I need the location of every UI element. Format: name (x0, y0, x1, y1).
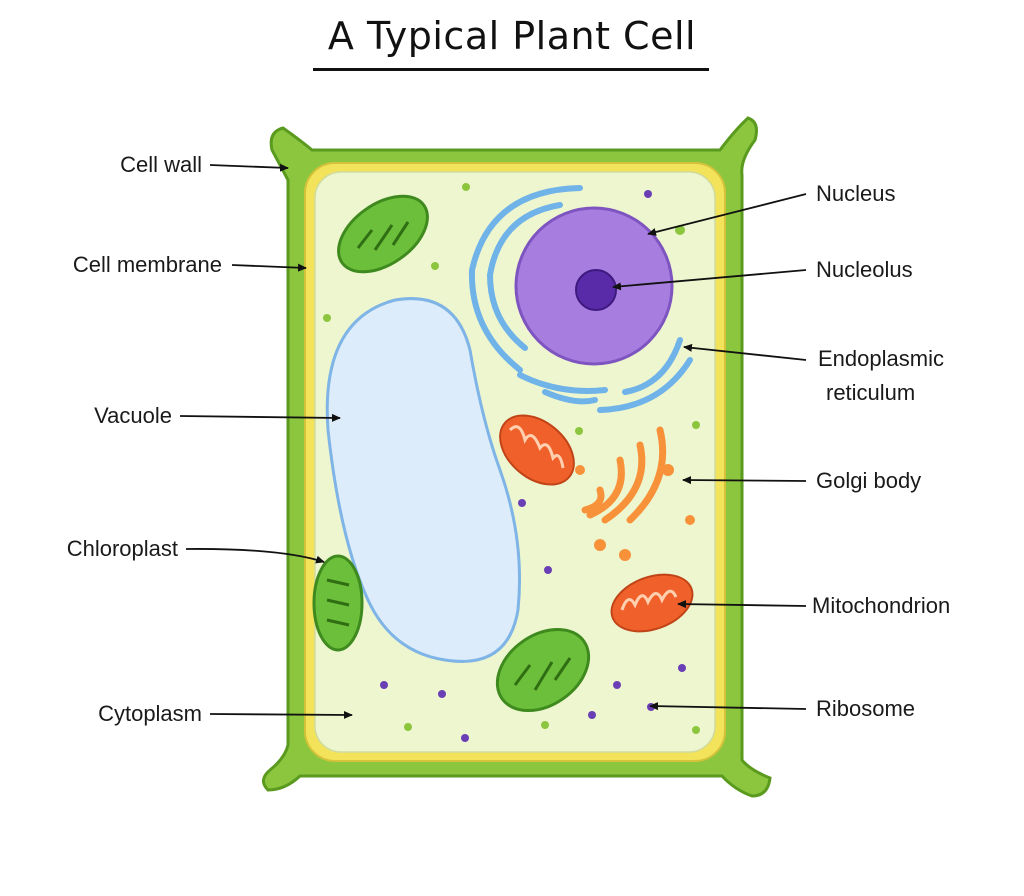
leader-chloroplast (185, 548, 325, 564)
golgi-body (581, 426, 667, 524)
label-golgi-body: Golgi body (816, 468, 922, 493)
chloroplast-1 (337, 194, 429, 274)
leader-vacuole (179, 413, 341, 422)
label-nucleolus: Nucleolus (816, 257, 913, 282)
label-nucleus: Nucleus (816, 181, 896, 206)
label-cytoplasm: Cytoplasm (98, 701, 202, 726)
leader-golgi-body (682, 476, 807, 485)
cytoplasm-granules (323, 183, 700, 734)
mitochondrion-1 (499, 414, 575, 486)
leader-cytoplasm (209, 710, 353, 719)
label-endoplasmic-reticulum-line1: Endoplasmic (818, 346, 944, 371)
chloroplast-2 (312, 554, 364, 652)
label-chloroplast: Chloroplast (66, 536, 178, 561)
diagram-title: A Typical Plant Cell (327, 14, 697, 58)
label-cell-membrane: Cell membrane (72, 252, 222, 277)
nucleolus (575, 269, 617, 311)
leader-endoplasmic-reticulum (683, 343, 807, 361)
label-cell-wall: Cell wall (120, 152, 202, 177)
label-vacuole: Vacuole (94, 403, 172, 428)
label-ribosome: Ribosome (816, 696, 916, 721)
leader-cell-membrane (231, 263, 307, 272)
mitochondrion-2 (610, 573, 694, 633)
chloroplast-3 (495, 627, 591, 713)
label-mitochondrion: Mitochondrion (812, 593, 951, 618)
leader-nucleolus (612, 269, 807, 291)
title-underline (313, 68, 709, 71)
leader-mitochondrion (677, 600, 807, 609)
label-endoplasmic-reticulum-line2: reticulum (826, 380, 916, 405)
leader-nucleus (647, 193, 807, 236)
leader-cell-wall (209, 163, 289, 172)
leader-lines (179, 163, 807, 719)
endoplasmic-reticulum (468, 185, 693, 413)
leader-ribosome (649, 702, 807, 711)
vacuole (325, 297, 521, 663)
golgi-vesicles (575, 464, 695, 561)
